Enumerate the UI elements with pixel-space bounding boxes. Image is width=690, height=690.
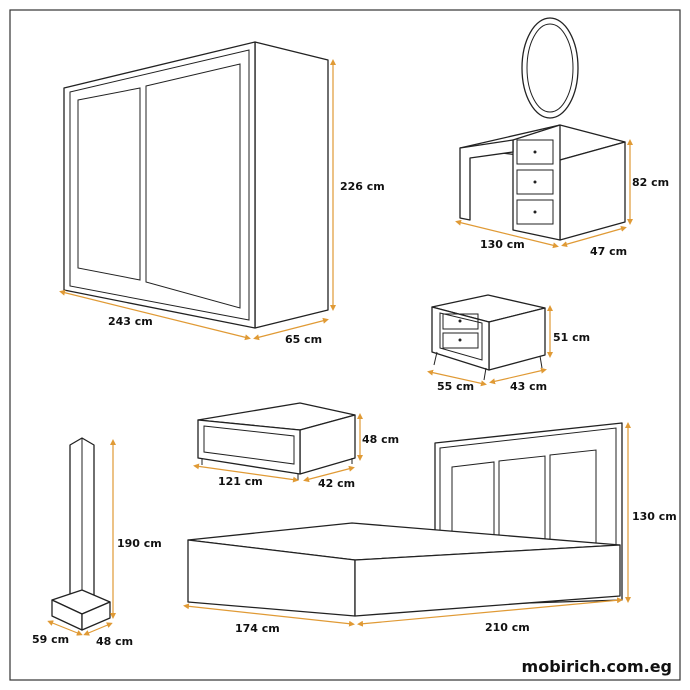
dressing-table-depth-label: 47 cm xyxy=(590,245,627,258)
lamp-width-label: 59 cm xyxy=(32,633,69,646)
nightstand-depth-label: 43 cm xyxy=(510,380,547,393)
nightstand-drawer-1 xyxy=(442,313,479,330)
nightstand-drawer-2 xyxy=(442,332,479,349)
dressing-table-width-line xyxy=(455,219,559,249)
wardrobe-door-left xyxy=(77,87,141,281)
drawer-1 xyxy=(516,139,554,165)
nightstand-width-line xyxy=(427,369,487,387)
page-border xyxy=(9,9,681,681)
bed-length-label: 210 cm xyxy=(485,621,530,634)
wardrobe-depth-line xyxy=(253,317,329,341)
bed-width-line xyxy=(183,603,355,627)
dressing-table-side xyxy=(559,141,626,241)
bed-length-line xyxy=(357,597,623,627)
lamp-height-label: 190 cm xyxy=(117,537,162,550)
dressing-table: 82 cm 130 cm 47 cm xyxy=(455,17,669,258)
bench-width-label: 121 cm xyxy=(218,475,263,488)
bench-depth-line xyxy=(303,465,355,483)
nightstand-height-label: 51 cm xyxy=(553,331,590,344)
nightstand-front xyxy=(431,306,490,371)
wardrobe-front xyxy=(63,41,256,329)
dressing-table-height-label: 82 cm xyxy=(632,176,669,189)
bench-front xyxy=(197,419,301,475)
bench-height-label: 48 cm xyxy=(362,433,399,446)
wardrobe-height-label: 226 cm xyxy=(340,180,385,193)
dressing-table-width-label: 130 cm xyxy=(480,238,525,251)
floor-lamp: 190 cm 59 cm 48 cm xyxy=(32,437,162,648)
nightstand-depth-line xyxy=(489,367,547,385)
dressing-table-leg xyxy=(459,139,514,221)
wardrobe-width-label: 243 cm xyxy=(108,315,153,328)
bed: 130 cm 174 cm 210 cm xyxy=(183,422,677,635)
nightstand-width-label: 55 cm xyxy=(437,380,474,393)
wardrobe: 226 cm 243 cm 65 cm xyxy=(59,41,385,346)
lamp-depth-line xyxy=(83,622,113,636)
wardrobe-depth-label: 65 cm xyxy=(285,333,322,346)
lamp-depth-label: 48 cm xyxy=(96,635,133,648)
dressing-table-depth-line xyxy=(561,225,627,248)
mirror xyxy=(521,17,579,119)
wardrobe-width-line xyxy=(59,289,251,341)
brand-label: mobirich.com.eg xyxy=(522,657,672,676)
bench: 48 cm 121 cm 42 cm xyxy=(193,402,399,490)
nightstand: 51 cm 55 cm 43 cm xyxy=(427,294,590,393)
drawer-unit xyxy=(512,124,561,241)
bench-width-line xyxy=(193,463,299,483)
drawer-2 xyxy=(516,169,554,195)
lamp-width-line xyxy=(47,620,83,636)
bed-height-label: 130 cm xyxy=(632,510,677,523)
wardrobe-side xyxy=(254,41,329,329)
bench-depth-label: 42 cm xyxy=(318,477,355,490)
bed-width-label: 174 cm xyxy=(235,622,280,635)
